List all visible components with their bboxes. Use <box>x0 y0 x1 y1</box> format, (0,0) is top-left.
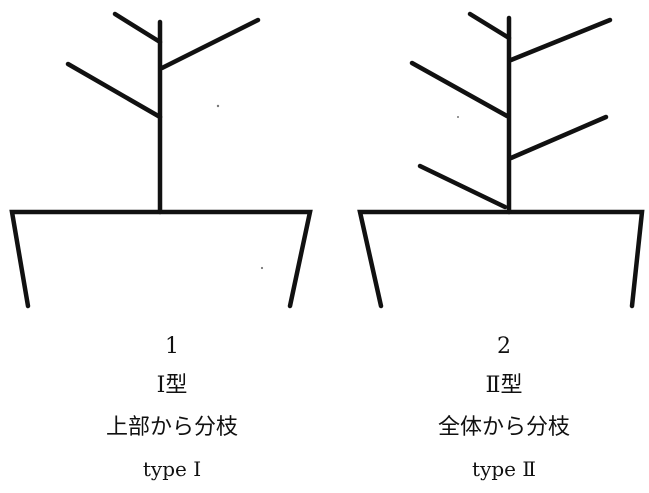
tree-diagram-type-2 <box>357 11 645 309</box>
diagram-2-number: 2 <box>497 334 511 359</box>
diagram-1-type-en: type Ⅰ <box>142 457 202 481</box>
branch-1-lower-left <box>65 61 163 120</box>
pot-outline-1 <box>9 209 313 309</box>
diagram-2-type-en: type Ⅱ <box>472 457 536 481</box>
diagram-1-number: 1 <box>165 334 179 359</box>
diagram-1-type-jp: Ⅰ型 <box>156 373 188 398</box>
branch-1-upper-right <box>159 17 261 71</box>
pot-outline-2 <box>357 209 645 309</box>
branch-2-mid-right <box>508 114 609 161</box>
branch-2-upper-right <box>508 17 613 63</box>
diagram-1-description: 上部から分枝 <box>105 415 238 440</box>
tree-diagram-type-1 <box>9 11 313 309</box>
branch-1-top-left <box>112 11 163 45</box>
diagram-2-type-jp: Ⅱ型 <box>485 373 523 398</box>
branch-2-mid-left <box>409 60 510 119</box>
scan-specks <box>216 104 459 270</box>
branch-2-top-left <box>467 11 512 41</box>
diagram-2-description: 全体から分枝 <box>437 415 570 440</box>
branch-2-bottom-left <box>417 163 508 210</box>
